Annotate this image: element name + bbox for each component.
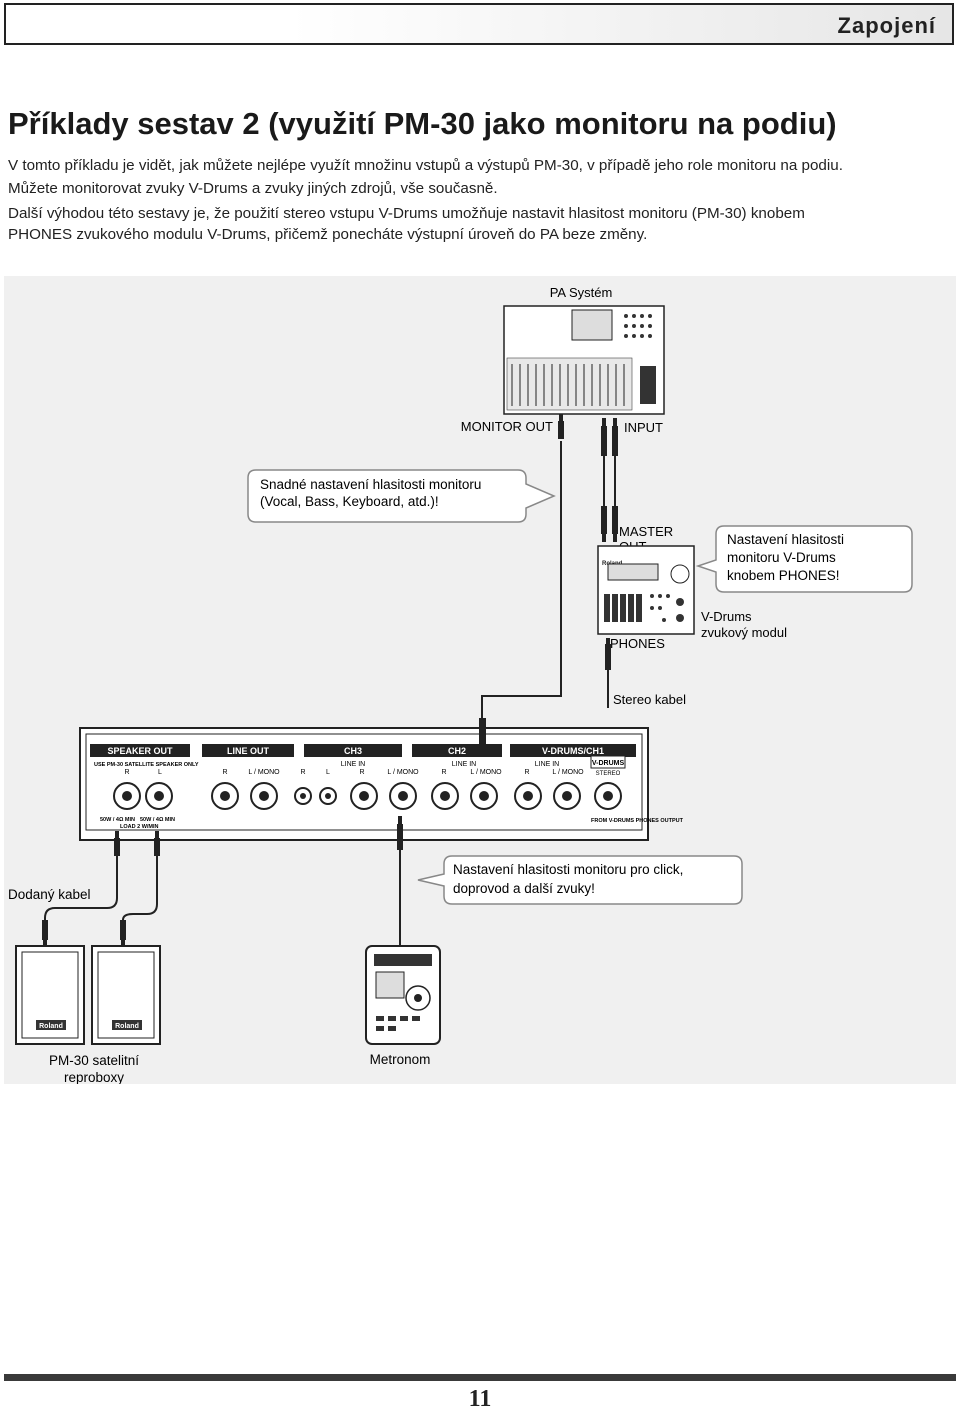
callout-metronome-line-2: doprovod a další zvuky! [453, 881, 595, 896]
connection-diagram: PA Systém MONITOR OUT INPUT [4, 276, 956, 1085]
panel-lineout-r: R [222, 769, 227, 776]
satellite-speaker-left: Roland [15, 945, 85, 1045]
panel-line-out: LINE OUT [227, 746, 270, 756]
panel-speaker-note: USE PM-30 SATELLITE SPEAKER ONLY [94, 762, 199, 768]
mixer-cables [481, 441, 616, 721]
intro-paragraph-3: Další výhodou této sestavy je, že použit… [8, 205, 805, 222]
speaker-plugs [42, 831, 160, 948]
satellite-left-brand: Roland [39, 1023, 63, 1030]
satellites-label-1: PM-30 satelitní [49, 1053, 139, 1068]
panel-ch3-r: R [300, 769, 305, 776]
callout-metronome-line-1: Nastavení hlasitosti monitoru pro click, [453, 862, 683, 877]
panel-ch2-line-in: LINE IN [452, 761, 477, 768]
metronome-label: Metronom [370, 1052, 431, 1067]
callout-vdrums-line-1: Nastavení hlasitosti [727, 532, 844, 547]
metronome-plugs [397, 816, 403, 850]
pa-mixer-image [503, 305, 665, 415]
panel-ch3-l-mono: L / MONO [387, 769, 419, 776]
mixer-plugs [558, 414, 618, 542]
header-title: Zapojení [837, 13, 936, 38]
panel-spk-r: R [124, 769, 129, 776]
panel-ch1-r: R [524, 769, 529, 776]
satellite-speaker-right: Roland [91, 945, 161, 1045]
metronome-image [365, 945, 441, 1045]
page-header: Zapojení [4, 3, 954, 45]
panel-ch3-r2: R [359, 769, 364, 776]
panel-vdrums-ch1: V-DRUMS/CH1 [542, 746, 604, 756]
phones-label: PHONES [610, 636, 665, 651]
callout-pa-line-1: Snadné nastavení hlasitosti monitoru [260, 477, 481, 492]
satellites-label-2: reproboxy [64, 1070, 124, 1084]
monitor-out-label: MONITOR OUT [461, 419, 553, 434]
panel-ch2-l-mono: L / MONO [470, 769, 502, 776]
phones-plug [605, 638, 611, 670]
vdrums-module-label-2: zvukový modul [701, 625, 787, 640]
callout-vdrums-phones: Nastavení hlasitosti monitoru V-Drums kn… [695, 525, 913, 593]
footer-bar [4, 1374, 956, 1381]
page-heading: Příklady sestav 2 (využití PM-30 jako mo… [8, 106, 837, 141]
panel-spk-l: L [158, 769, 162, 776]
panel-lineout-l-mono: L / MONO [248, 769, 280, 776]
vdrums-module-image: Roland [597, 545, 695, 635]
page-number: 11 [468, 1386, 492, 1412]
panel-ch2: CH2 [448, 746, 466, 756]
intro-paragraph-1: V tomto příkladu je vidět, jak můžete ne… [8, 157, 843, 174]
panel-from-vdrums: FROM V-DRUMS PHONES OUTPUT [591, 818, 684, 824]
callout-pa-monitor: Snadné nastavení hlasitosti monitoru (Vo… [247, 469, 556, 523]
panel-top-plug [479, 718, 486, 754]
connection-diagram-svg: PA Systém MONITOR OUT INPUT [8, 285, 913, 1085]
stereo-cable-label: Stereo kabel [613, 692, 686, 707]
pm30-rear-panel: SPEAKER OUT LINE OUT CH3 CH2 V-DRUMS/CH1… [79, 727, 684, 841]
panel-load-l: 50W / 4Ω MIN [140, 817, 175, 823]
panel-ch1-l-mono: L / MONO [552, 769, 584, 776]
supplied-cable-label: Dodaný kabel [8, 887, 91, 902]
input-label: INPUT [624, 420, 663, 435]
callout-metronome: Nastavení hlasitosti monitoru pro click,… [417, 855, 743, 905]
panel-ch3-line-in: LINE IN [341, 761, 366, 768]
intro-paragraph-4: PHONES zvukového modulu V-Drums, přičemž… [8, 226, 648, 243]
callout-pa-line-2: (Vocal, Bass, Keyboard, atd.)! [260, 494, 439, 509]
panel-vdrums-logo: V-DRUMS [592, 760, 625, 767]
panel-ch3: CH3 [344, 746, 362, 756]
vdrums-module-label-1: V-Drums [701, 609, 752, 624]
panel-stereo: STEREO [596, 771, 621, 777]
panel-ch2-r: R [441, 769, 446, 776]
intro-paragraph-2: Můžete monitorovat zvuky V-Drums a zvuky… [8, 180, 498, 197]
pa-system-label: PA Systém [550, 285, 613, 300]
satellite-right-brand: Roland [115, 1023, 139, 1030]
callout-vdrums-line-2: monitoru V-Drums [727, 550, 836, 565]
panel-ch1-line-in: LINE IN [535, 761, 560, 768]
panel-speaker-out: SPEAKER OUT [107, 746, 173, 756]
master-out-label-1: MASTER [619, 524, 673, 539]
callout-vdrums-line-3: knobem PHONES! [727, 568, 840, 583]
speaker-cables [44, 856, 158, 921]
panel-load-r: 50W / 4Ω MIN [100, 817, 135, 823]
panel-ch3-l: L [326, 769, 330, 776]
panel-load-2: LOAD 2 W/MIN [120, 824, 159, 830]
